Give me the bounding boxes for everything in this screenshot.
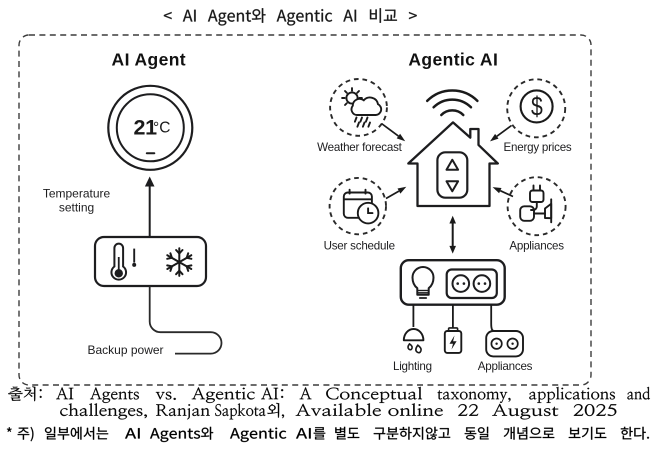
svg-text:Temperature: Temperature	[43, 186, 111, 200]
svg-text:Lighting: Lighting	[393, 360, 432, 373]
svg-text:Appliances: Appliances	[478, 360, 533, 373]
svg-text:AI Agent: AI Agent	[112, 50, 187, 70]
svg-text:User schedule: User schedule	[324, 240, 395, 253]
svg-text:$: $	[531, 92, 543, 122]
svg-text:Appliances: Appliances	[509, 240, 564, 253]
svg-text:Energy prices: Energy prices	[503, 141, 571, 154]
svg-text:setting: setting	[59, 200, 94, 214]
svg-text:Weather forecast: Weather forecast	[317, 141, 403, 154]
svg-text:21: 21	[134, 116, 158, 140]
svg-text:°C: °C	[153, 119, 170, 136]
svg-text:Backup power: Backup power	[88, 343, 164, 357]
svg-text:Agentic AI: Agentic AI	[408, 50, 498, 70]
